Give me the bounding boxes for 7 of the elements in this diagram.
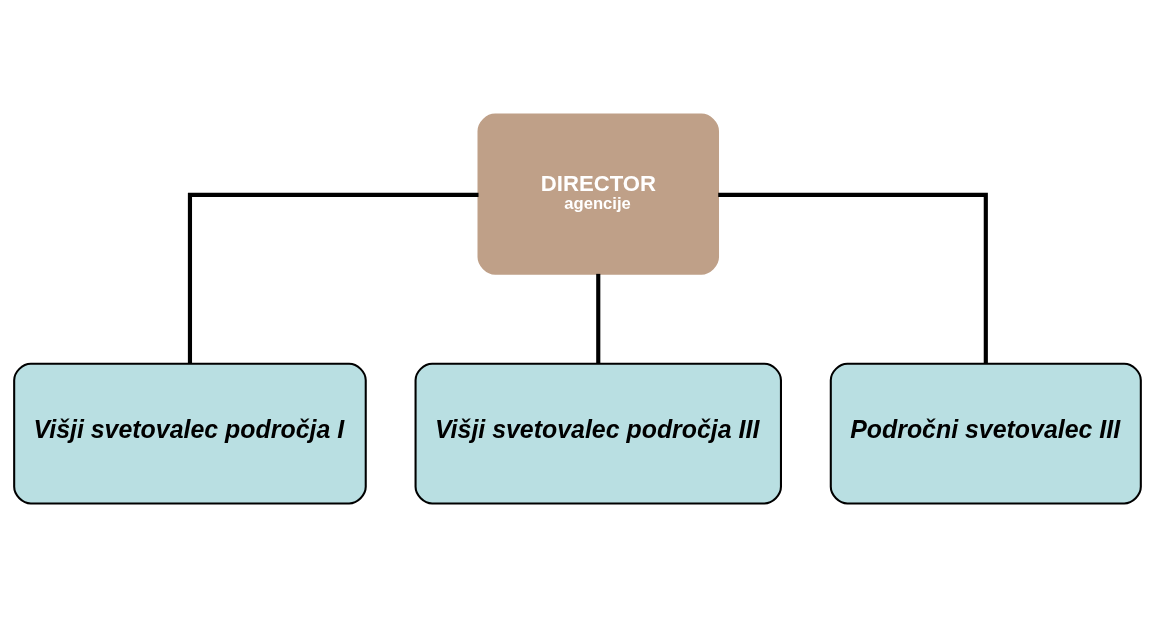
node-box: Višji svetovalec področja I <box>13 362 367 504</box>
node-box: Področni svetovalec III <box>829 362 1142 504</box>
connector <box>596 273 601 363</box>
connector <box>187 192 479 363</box>
node-box: Višji svetovalec področja III <box>414 362 782 504</box>
connector <box>718 192 988 363</box>
node-box: DIRECTOR agencije <box>477 113 719 275</box>
